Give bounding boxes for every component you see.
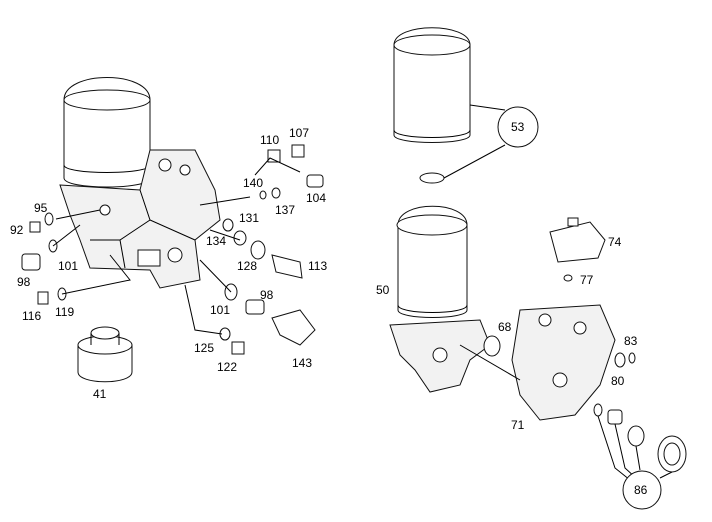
label-101a: 101 bbox=[58, 259, 78, 273]
label-53: 53 bbox=[511, 120, 525, 134]
fitting-98-left bbox=[21, 253, 41, 271]
seal-128 bbox=[250, 240, 266, 260]
label-98a: 98 bbox=[17, 275, 31, 289]
label-92: 92 bbox=[10, 223, 24, 237]
right-air-dryer-assembly bbox=[389, 205, 687, 510]
label-86: 86 bbox=[634, 483, 648, 497]
label-110: 110 bbox=[260, 133, 279, 147]
callout-circle-86 bbox=[622, 470, 662, 510]
label-119: 119 bbox=[55, 305, 74, 319]
fitting-98-right bbox=[245, 299, 265, 315]
fitting-86c bbox=[627, 425, 645, 447]
seal-86a bbox=[593, 403, 603, 417]
label-74: 74 bbox=[608, 235, 622, 249]
switch-104 bbox=[306, 174, 324, 188]
seal-68 bbox=[483, 335, 501, 357]
label-107: 107 bbox=[289, 126, 309, 140]
label-41: 41 bbox=[93, 387, 107, 401]
seal-95 bbox=[44, 212, 54, 226]
label-134: 134 bbox=[206, 234, 226, 248]
label-104: 104 bbox=[306, 191, 326, 205]
label-125: 125 bbox=[194, 341, 214, 355]
part-labels: 41 50 53 68 71 74 77 80 83 86 92 95 98 9… bbox=[10, 120, 648, 497]
label-143: 143 bbox=[292, 356, 312, 370]
label-131: 131 bbox=[239, 211, 259, 225]
seal-134 bbox=[233, 230, 247, 246]
plug-122 bbox=[231, 341, 245, 355]
seal-77 bbox=[563, 274, 573, 282]
label-128: 128 bbox=[237, 259, 257, 273]
cartridge-top-rim bbox=[63, 89, 151, 111]
plug-92 bbox=[29, 221, 41, 233]
fitting-86b bbox=[607, 409, 623, 425]
seal-83 bbox=[628, 352, 636, 364]
label-140: 140 bbox=[243, 176, 263, 190]
valve-143 bbox=[271, 309, 316, 346]
fitting-107 bbox=[291, 144, 305, 158]
seal-140 bbox=[259, 190, 267, 200]
seal-137 bbox=[271, 187, 281, 199]
label-71: 71 bbox=[511, 418, 525, 432]
cartridge-53-assembly bbox=[393, 27, 539, 184]
elbow-113 bbox=[271, 254, 303, 279]
plug-80 bbox=[614, 352, 626, 368]
seal-ring-53 bbox=[419, 172, 445, 184]
callout-circle-53 bbox=[497, 106, 539, 148]
label-137: 137 bbox=[275, 203, 295, 217]
plug-116 bbox=[37, 291, 49, 305]
label-95: 95 bbox=[34, 201, 48, 215]
valve-block-71 bbox=[511, 304, 616, 421]
left-air-dryer-assembly bbox=[21, 77, 324, 383]
seal-131 bbox=[222, 218, 234, 232]
solenoid-74 bbox=[549, 221, 606, 263]
label-101b: 101 bbox=[210, 303, 230, 317]
label-113: 113 bbox=[308, 259, 327, 273]
label-68: 68 bbox=[498, 320, 512, 334]
label-80: 80 bbox=[611, 374, 625, 388]
label-77: 77 bbox=[580, 273, 594, 287]
label-116: 116 bbox=[22, 309, 41, 323]
label-50: 50 bbox=[376, 283, 390, 297]
label-98b: 98 bbox=[260, 288, 274, 302]
label-83: 83 bbox=[624, 334, 638, 348]
label-122: 122 bbox=[217, 360, 237, 374]
filter-base-41 bbox=[77, 344, 133, 383]
